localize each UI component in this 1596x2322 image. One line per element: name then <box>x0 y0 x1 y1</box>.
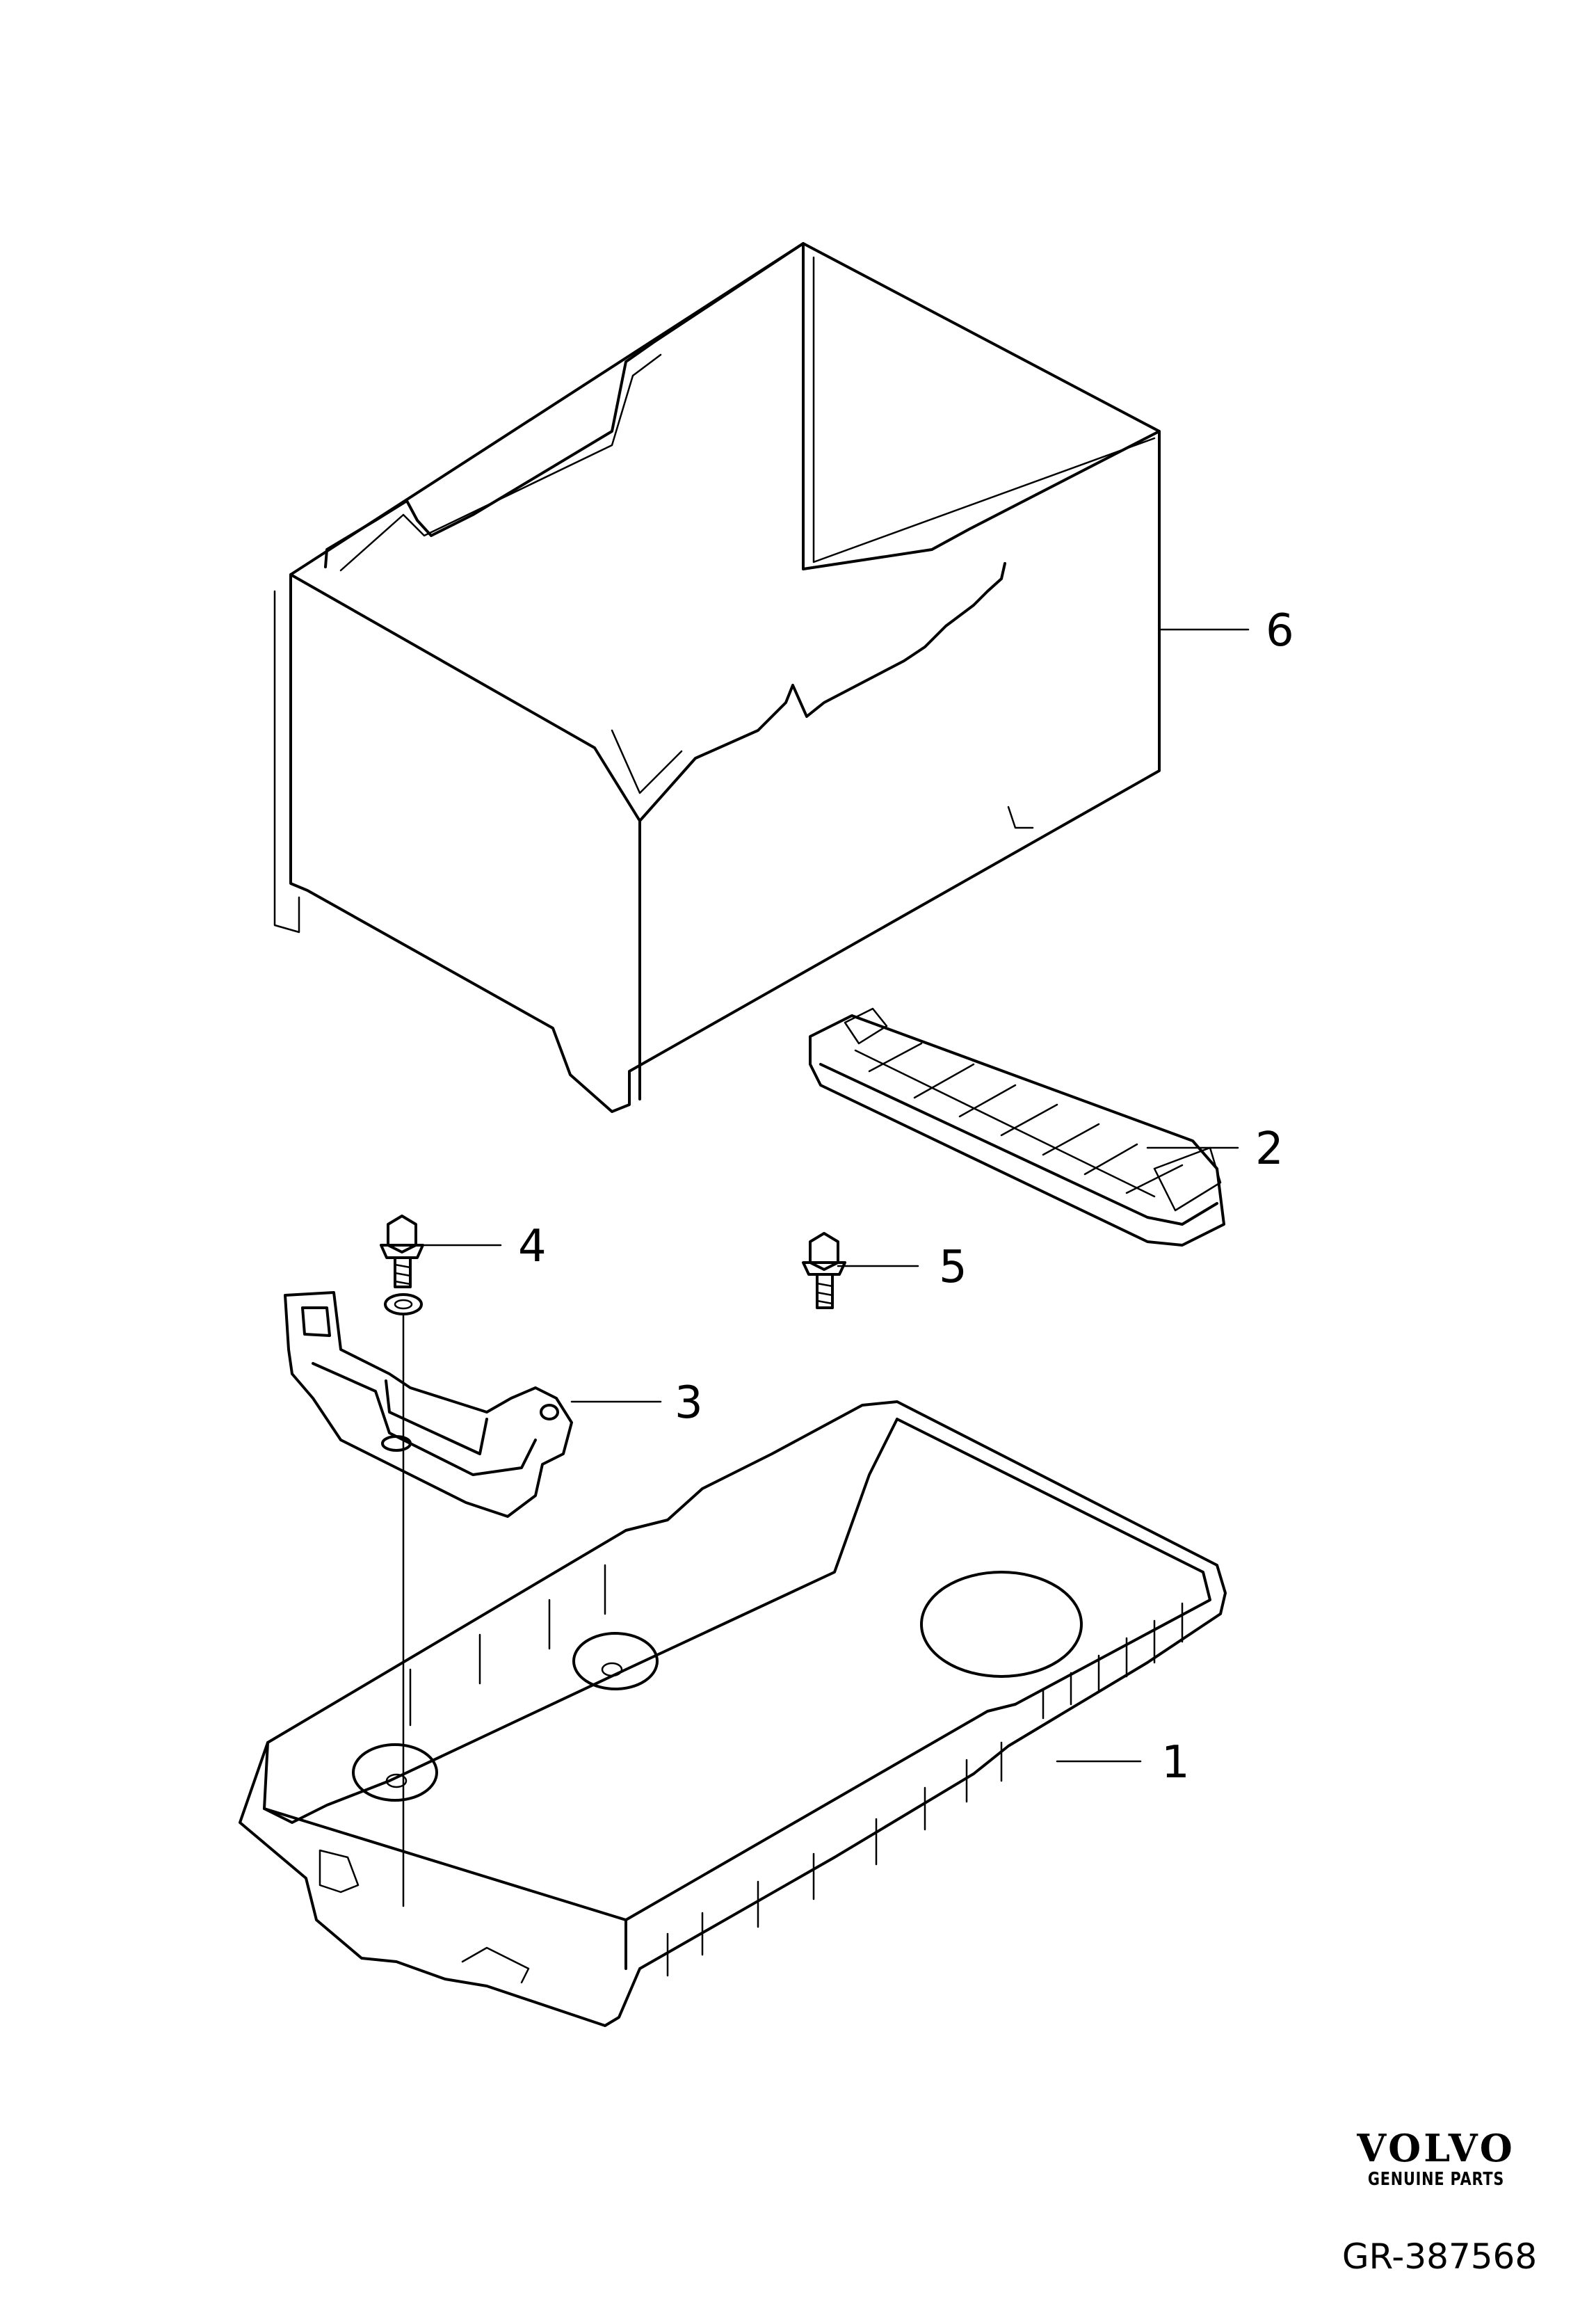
callout-3: 3 <box>675 1377 703 1429</box>
callout-5: 5 <box>939 1242 967 1293</box>
part-2-hold-down-strip <box>809 1007 1225 1247</box>
part-3-bracket <box>284 1291 573 1518</box>
callout-6: 6 <box>1266 605 1294 657</box>
part-5-bolt <box>802 1232 846 1309</box>
part-4-bolt-with-washer <box>380 1215 424 1315</box>
brand-logo-block: VOLVO GENUINE PARTS <box>1321 2129 1551 2191</box>
part-6-battery-box <box>273 242 1161 1113</box>
callout-1: 1 <box>1161 1737 1190 1788</box>
callout-4: 4 <box>518 1221 547 1272</box>
volvo-logo: VOLVO <box>1357 2126 1515 2170</box>
drawing-id: GR-387568 <box>1341 2236 1538 2277</box>
part-1-battery-tray <box>239 1400 1227 2027</box>
callout-2: 2 <box>1255 1123 1284 1175</box>
genuine-parts-label: GENUINE PARTS <box>1367 2169 1505 2190</box>
